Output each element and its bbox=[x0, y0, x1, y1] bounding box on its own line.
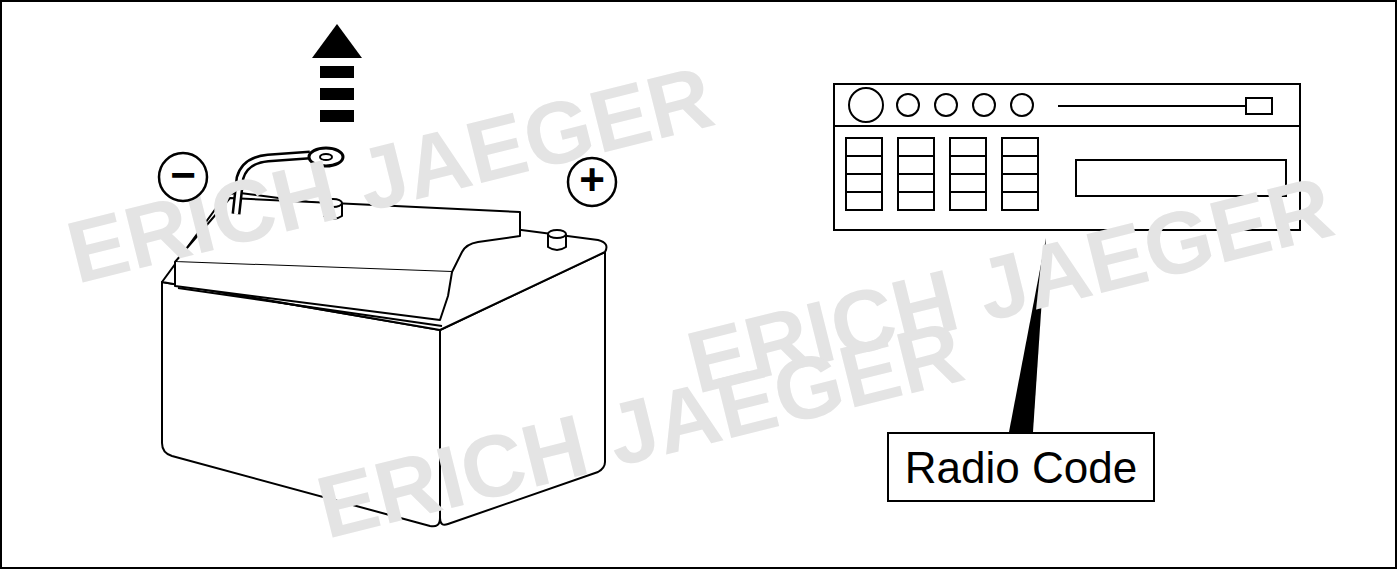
radio-button bbox=[846, 192, 882, 210]
radio-button bbox=[846, 174, 882, 192]
terminal-symbol: + bbox=[566, 156, 618, 208]
radio-button bbox=[950, 192, 986, 210]
radio-button bbox=[1002, 174, 1038, 192]
radio-button bbox=[1002, 192, 1038, 210]
radio-button bbox=[846, 138, 882, 156]
radio-button bbox=[1002, 138, 1038, 156]
terminal-sign: + bbox=[579, 158, 605, 202]
radio-button bbox=[950, 174, 986, 192]
radio-button bbox=[898, 156, 934, 174]
terminal-symbol: − bbox=[157, 151, 209, 203]
radio-button bbox=[1002, 156, 1038, 174]
watermark: ERICH JAEGER bbox=[309, 307, 971, 552]
lift-arrow bbox=[312, 24, 362, 122]
radio-button bbox=[950, 156, 986, 174]
radio-button bbox=[846, 156, 882, 174]
radio-button bbox=[898, 174, 934, 192]
radio-button bbox=[898, 192, 934, 210]
callout-box: Radio Code bbox=[887, 432, 1155, 502]
terminal-sign: − bbox=[170, 153, 196, 197]
radio-button bbox=[950, 138, 986, 156]
radio-button bbox=[898, 138, 934, 156]
callout-label: Radio Code bbox=[905, 444, 1137, 492]
